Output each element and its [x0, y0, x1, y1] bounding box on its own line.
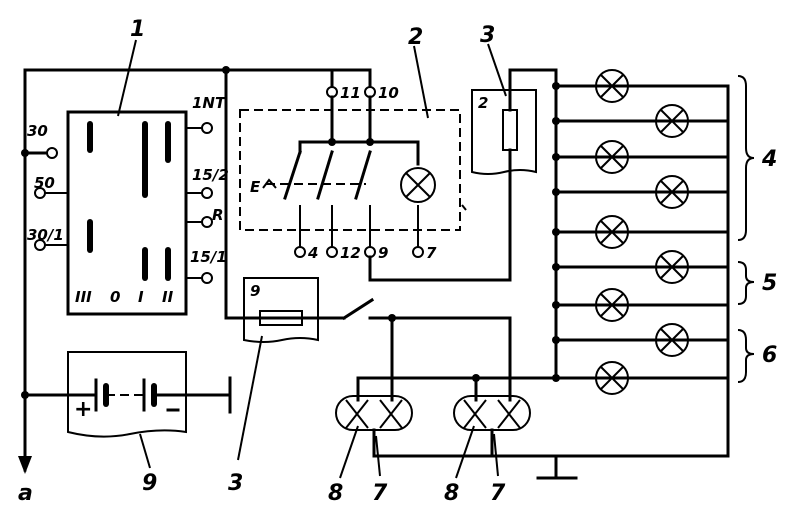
callout-1: 1	[130, 17, 145, 42]
lamp-row-5	[554, 215, 730, 249]
ignition-switch: 30 50 30/1 1NT 15/2 R 15/1 III 0 I II	[23, 94, 229, 316]
terminal-12-label: 12	[340, 244, 361, 262]
terminal-15-1-label: 15/1	[190, 248, 227, 266]
fuse-box-bottom-label: 9	[250, 282, 260, 300]
position-i-label: I	[138, 288, 144, 306]
fuse-box-bottom: 9	[222, 66, 512, 402]
terminal-11-label: 11	[340, 84, 361, 102]
position-0-label: 0	[110, 288, 120, 306]
headlamp-left	[335, 376, 413, 431]
callout-7-right: 7	[490, 481, 506, 506]
lamp-row-8	[554, 323, 730, 357]
terminal-r-label: R	[212, 206, 224, 224]
callout-9: 9	[142, 471, 157, 496]
callout-a: a	[18, 481, 33, 506]
callouts: 1 2 3 4 5 6 9 3 8 7 8 7 a	[18, 17, 777, 506]
callout-8-right: 8	[444, 481, 459, 506]
terminal-10-label: 10	[378, 84, 399, 102]
battery-plus-sign: +	[74, 397, 92, 422]
terminal-int-label: 1NT	[192, 94, 227, 112]
callout-7-left: 7	[372, 481, 388, 506]
terminal-4-label: 4	[307, 244, 318, 262]
lamp-row-4	[554, 175, 730, 209]
fuse-box-top: 2	[471, 68, 558, 175]
callout-5: 5	[762, 271, 777, 296]
callout-4: 4	[761, 147, 777, 172]
position-ii-label: II	[162, 288, 174, 306]
lamp-row-7	[554, 288, 730, 322]
main-bus	[18, 68, 372, 474]
callout-3-bottom: 3	[228, 471, 243, 496]
callout-3-top: 3	[480, 23, 495, 48]
ground-return	[372, 428, 730, 480]
lamp-row-3	[554, 140, 730, 174]
wire-9-to-fuse	[368, 148, 512, 282]
lamp-row-1	[554, 69, 730, 103]
lamp-row-2	[554, 104, 730, 138]
terminal-30-label: 30	[27, 122, 48, 140]
terminal-50-label: 50	[34, 174, 55, 192]
position-iii-label: III	[75, 288, 92, 306]
fuse-box-top-label: 2	[478, 94, 488, 112]
headlamp-right	[453, 374, 531, 431]
callout-6: 6	[762, 343, 777, 368]
light-switch: E 11 10 4 12 9 7	[239, 68, 467, 262]
callout-2: 2	[408, 25, 423, 50]
battery: +	[66, 351, 232, 438]
lamp-row-6	[554, 250, 730, 284]
terminal-7-label: 7	[426, 244, 437, 262]
callout-8-left: 8	[328, 481, 343, 506]
group-braces	[737, 75, 755, 383]
lamp-ladder	[356, 68, 730, 458]
terminal-15-2-label: 15/2	[192, 166, 229, 184]
terminal-9-label: 9	[378, 244, 388, 262]
terminal-30-1-label: 30/1	[27, 226, 64, 244]
switch-e-label: E	[250, 178, 261, 196]
lamp-row-9	[554, 361, 730, 395]
